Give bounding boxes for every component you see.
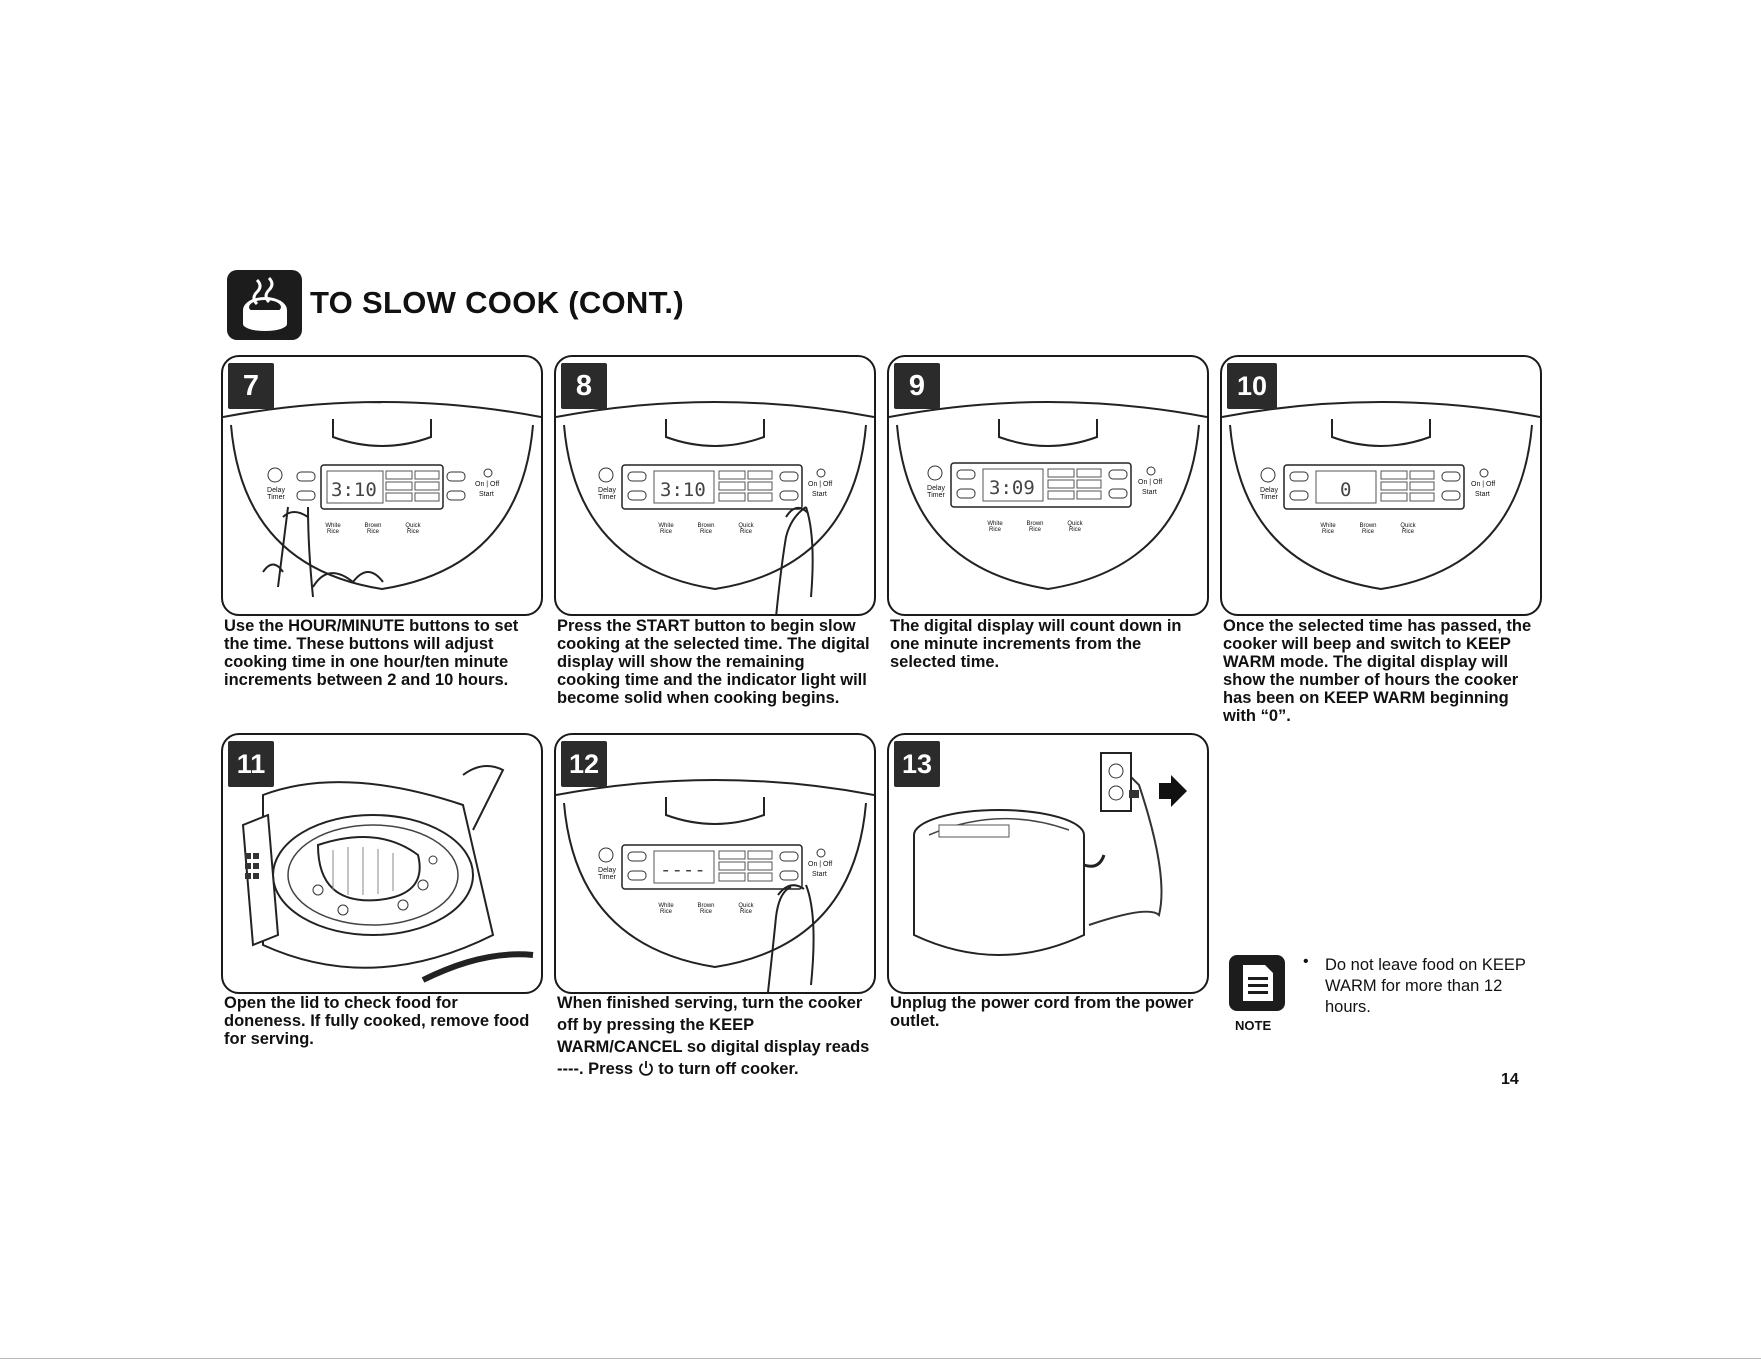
- note-label: NOTE: [1235, 1018, 1272, 1033]
- digital-display: 3:09: [989, 477, 1035, 499]
- white-rice-label: White Rice: [658, 523, 674, 535]
- brown-rice-label: Brown Rice: [1026, 521, 1044, 533]
- start-label: Start: [812, 491, 827, 498]
- page-number: 14: [1501, 1071, 1519, 1088]
- step-number: 12: [561, 741, 607, 787]
- step-9-panel: 9 3:09 Delay Timer On | Off Start White …: [887, 355, 1209, 616]
- quick-rice-label: Quick Rice: [1400, 523, 1416, 535]
- note-text: Do not leave food on KEEP WARM for more …: [1325, 956, 1526, 1016]
- step-8-caption: Press the START button to begin slow coo…: [557, 617, 870, 707]
- step-12-panel: 12 ---- Delay Timer On | Off Start White…: [554, 733, 876, 994]
- control-panel-illustration: [223, 401, 541, 598]
- digital-display: 0: [1340, 479, 1352, 501]
- white-rice-label: White Rice: [658, 903, 674, 915]
- delay-timer-label: Delay Timer: [267, 487, 285, 501]
- note-icon: [1229, 955, 1285, 1011]
- digital-display: 3:10: [331, 479, 377, 501]
- on-off-label: On | Off: [475, 481, 500, 488]
- step-7-panel: 7 3:10 Delay Timer On | Off Start White …: [221, 355, 543, 616]
- brown-rice-label: Brown Rice: [1359, 523, 1377, 535]
- step-number: 13: [894, 741, 940, 787]
- step-11-caption: Open the lid to check food for doneness.…: [224, 994, 530, 1048]
- delay-timer-label: Delay Timer: [598, 487, 616, 501]
- step-number: 8: [561, 363, 607, 409]
- brown-rice-label: Brown Rice: [697, 523, 715, 535]
- control-panel-illustration: [1222, 401, 1540, 591]
- brown-rice-label: Brown Rice: [364, 523, 382, 535]
- on-off-label: On | Off: [1138, 479, 1163, 486]
- step-number: 10: [1227, 363, 1277, 409]
- start-label: Start: [812, 871, 827, 878]
- step-11-panel: 11: [221, 733, 543, 994]
- step-7-caption: Use the HOUR/MINUTE buttons to set the t…: [224, 617, 519, 689]
- digital-display: 3:10: [660, 479, 706, 501]
- on-off-label: On | Off: [1471, 481, 1496, 488]
- step-12-caption: When finished serving, turn the cooker o…: [557, 992, 872, 1080]
- delay-timer-label: Delay Timer: [1260, 487, 1278, 501]
- step-number: 9: [894, 363, 940, 409]
- step-10-caption: Once the selected time has passed, the c…: [1223, 617, 1532, 725]
- control-panel-illustration: [556, 779, 874, 992]
- white-rice-label: White Rice: [1320, 523, 1336, 535]
- page-divider: [0, 1358, 1761, 1359]
- on-off-label: On | Off: [808, 481, 833, 488]
- white-rice-label: White Rice: [325, 523, 341, 535]
- start-label: Start: [1475, 491, 1490, 498]
- step-13-panel: 13: [887, 733, 1209, 994]
- quick-rice-label: Quick Rice: [1067, 521, 1083, 533]
- step-number: 7: [228, 363, 274, 409]
- start-label: Start: [479, 491, 494, 498]
- step-10-panel: 10 0 Delay Timer On | Off Start White Ri…: [1220, 355, 1542, 616]
- digital-display: ----: [660, 859, 706, 881]
- quick-rice-label: Quick Rice: [738, 523, 754, 535]
- quick-rice-label: Quick Rice: [738, 903, 754, 915]
- white-rice-label: White Rice: [987, 521, 1003, 533]
- quick-rice-label: Quick Rice: [405, 523, 421, 535]
- step-12-caption-part1: When finished serving, turn the cooker o…: [557, 994, 870, 1078]
- unplug-cooker-illustration: [913, 752, 1187, 956]
- start-label: Start: [1142, 489, 1157, 496]
- delay-timer-label: Delay Timer: [598, 867, 616, 881]
- step-9-caption: The digital display will count down in o…: [890, 617, 1182, 671]
- on-off-label: On | Off: [808, 861, 833, 868]
- power-icon: [638, 1061, 653, 1076]
- page-title: TO SLOW COOK (CONT.): [310, 285, 684, 320]
- step-13-caption: Unplug the power cord from the power out…: [890, 994, 1194, 1030]
- step-12-caption-part2: to turn off cooker.: [658, 1060, 799, 1078]
- delay-timer-label: Delay Timer: [927, 485, 945, 499]
- control-panel-illustration: [889, 401, 1207, 591]
- open-lid-food-illustration: [241, 765, 534, 983]
- brown-rice-label: Brown Rice: [697, 903, 715, 915]
- step-number: 11: [228, 741, 274, 787]
- step-8-panel: 8 3:10 Delay Timer On | Off Start White …: [554, 355, 876, 616]
- slow-cook-icon: [227, 270, 302, 340]
- bullet-icon: •: [1303, 953, 1309, 970]
- control-panel-illustration: [556, 401, 874, 614]
